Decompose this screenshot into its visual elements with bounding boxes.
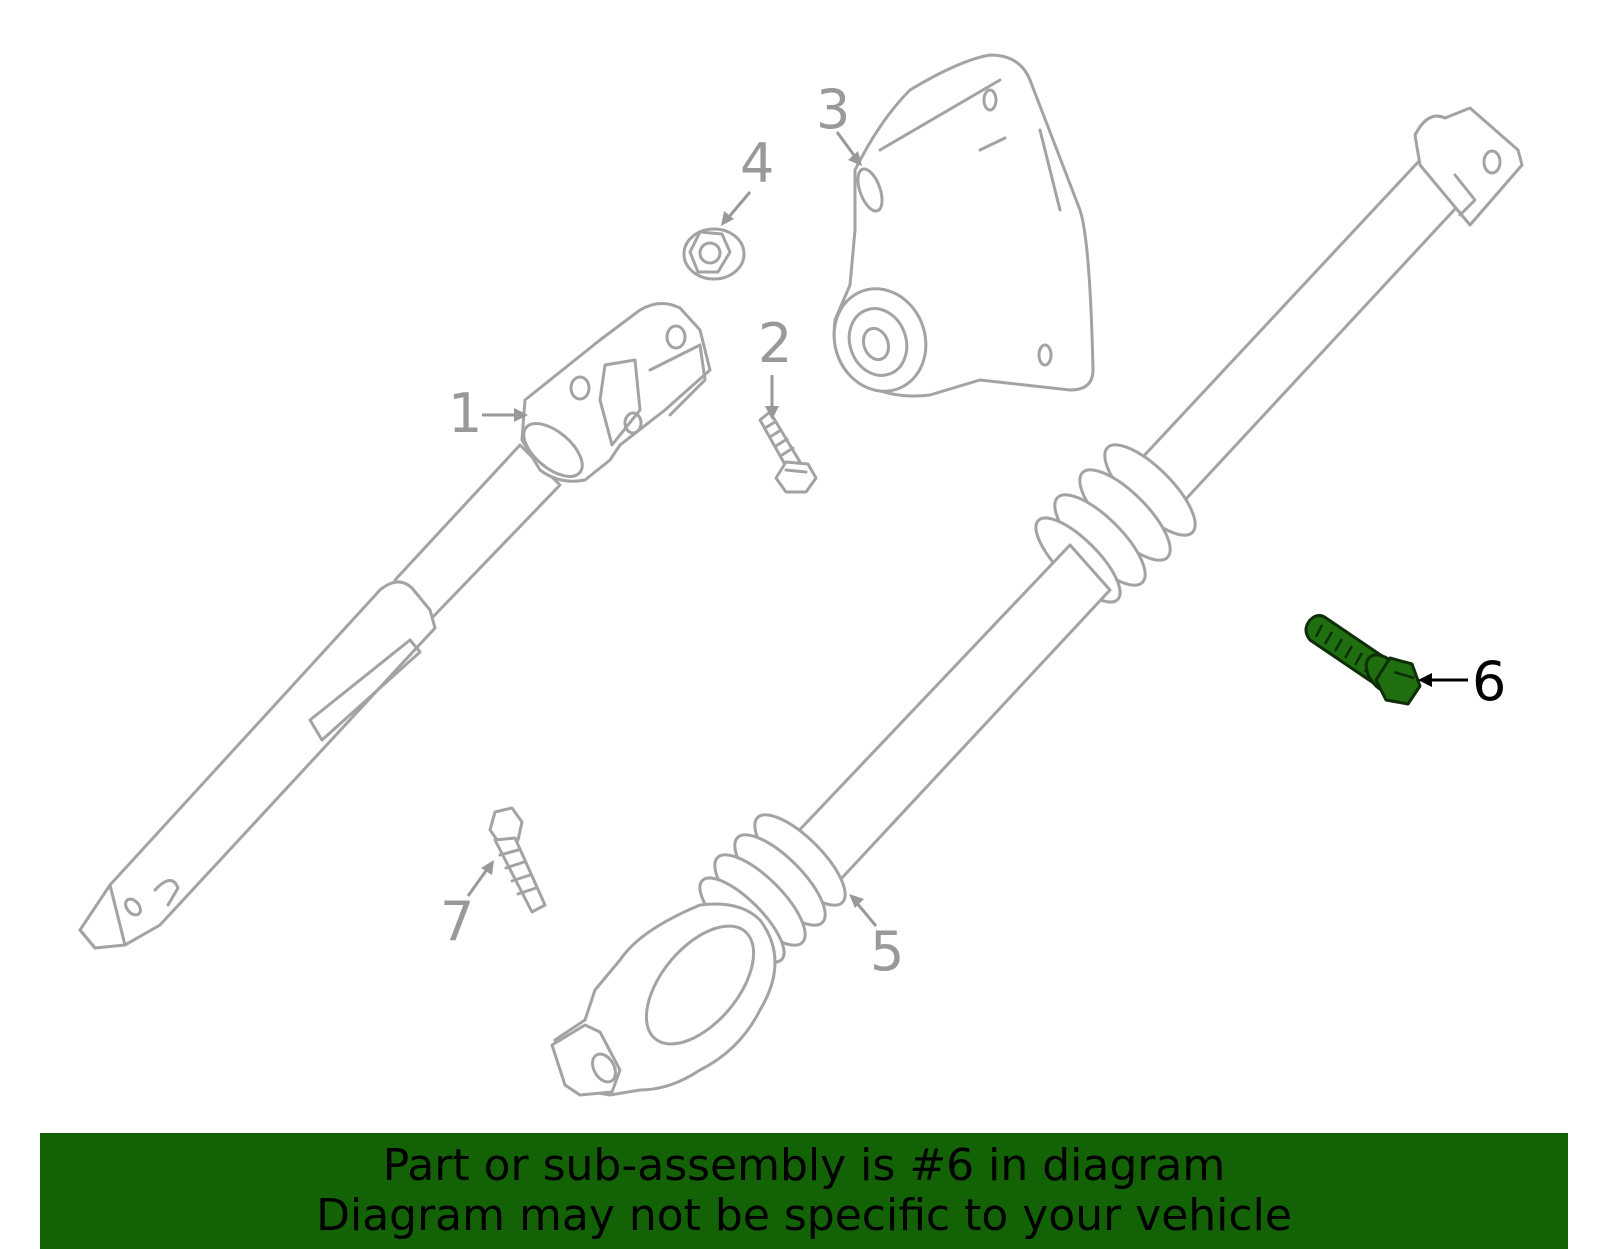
callout-6-arrowhead xyxy=(1418,673,1432,687)
callout-7-arrowhead xyxy=(481,860,494,875)
part-4-nut[interactable] xyxy=(682,227,746,281)
part-1-intermediate-shaft[interactable] xyxy=(78,302,712,950)
part-6-bolt-highlighted[interactable] xyxy=(1304,613,1422,706)
callout-1-label: 1 xyxy=(448,382,482,445)
callout-5-arrowhead xyxy=(849,894,864,908)
callout-4-label: 4 xyxy=(740,132,774,195)
callout-3-arrow xyxy=(835,131,858,159)
info-banner: Part or sub-assembly is #6 in diagram Di… xyxy=(40,1133,1568,1249)
callout-4-arrowhead xyxy=(721,211,734,226)
callout-7-arrow xyxy=(466,867,490,897)
callout-4-arrow xyxy=(726,191,752,219)
callout-5-arrow xyxy=(854,901,878,927)
part-7-bolt[interactable] xyxy=(488,806,547,914)
callout-3-arrowhead xyxy=(848,151,862,166)
callout-6-label: 6 xyxy=(1472,650,1506,713)
callout-2-label: 2 xyxy=(758,312,792,375)
part-5-upper-shaft[interactable] xyxy=(550,106,1524,1097)
callout-5-label: 5 xyxy=(870,920,904,983)
banner-line-1: Part or sub-assembly is #6 in diagram xyxy=(382,1140,1226,1191)
callout-2-arrowhead xyxy=(765,406,779,420)
part-3-seal-housing[interactable] xyxy=(820,53,1095,404)
callout-7-label: 7 xyxy=(440,890,474,953)
banner-line-2: Diagram may not be specific to your vehi… xyxy=(316,1190,1292,1241)
callout-3-label: 3 xyxy=(816,78,850,141)
part-2-bolt[interactable] xyxy=(758,410,818,494)
callout-1-arrowhead xyxy=(514,408,528,422)
